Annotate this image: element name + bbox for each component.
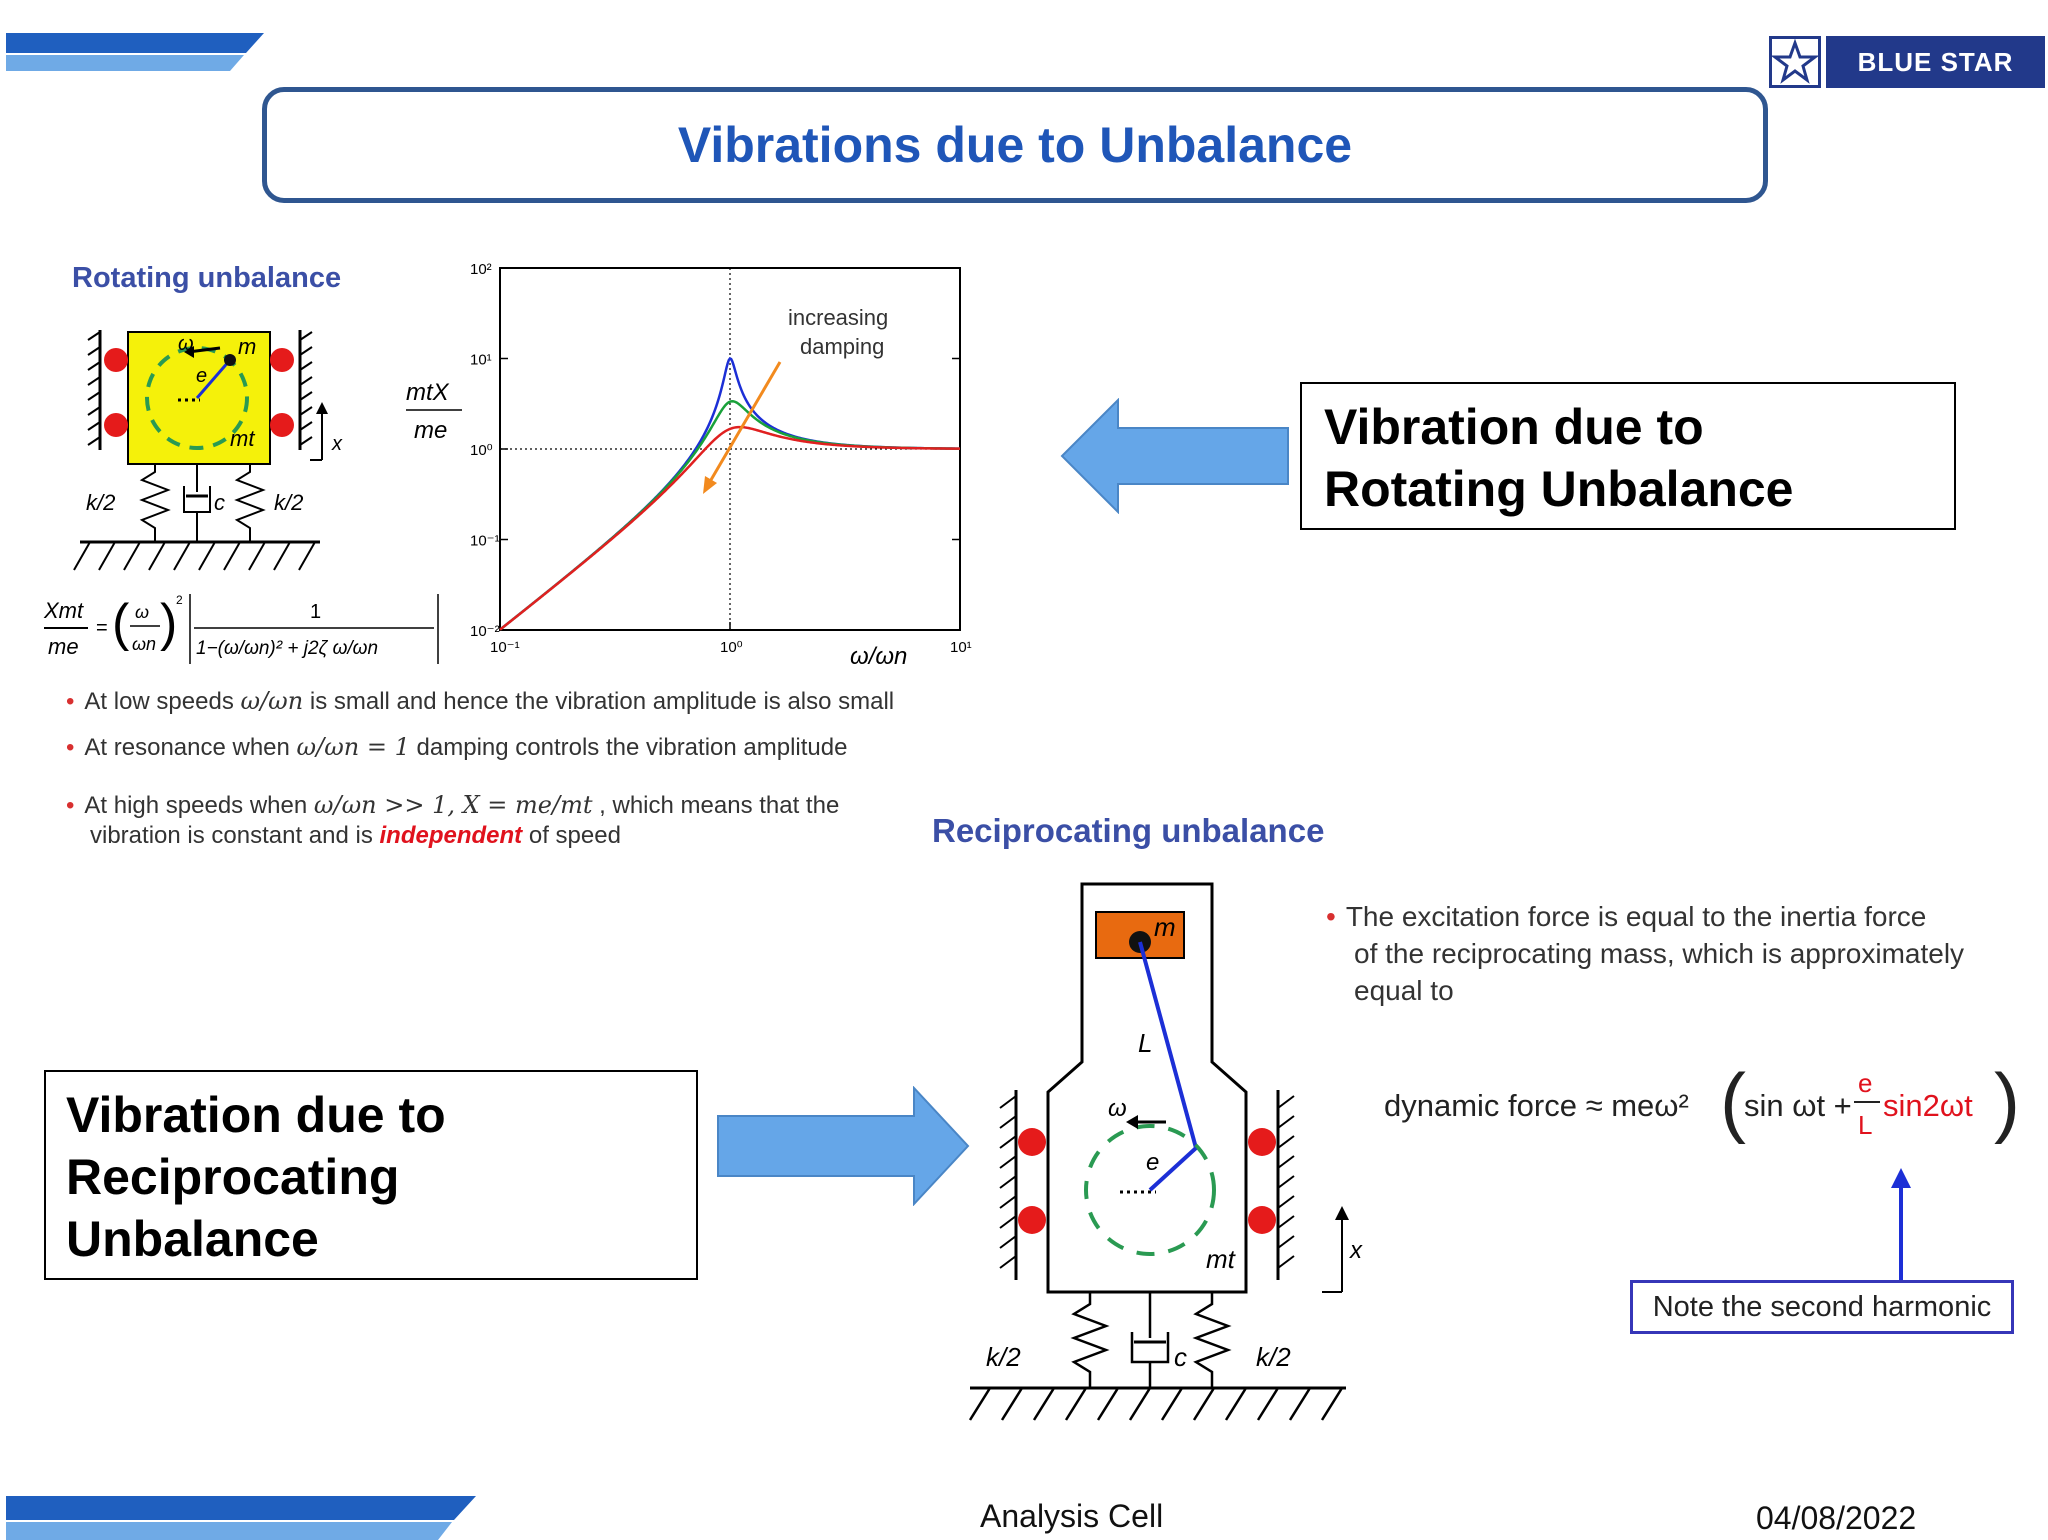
reciprocating-callout-line3: Unbalance bbox=[66, 1211, 319, 1267]
footer-date: 04/08/2022 bbox=[1756, 1500, 1917, 1536]
left-arrow bbox=[1060, 398, 1289, 514]
chart-annotation-line1: increasing bbox=[788, 305, 888, 330]
damping-arrow bbox=[706, 361, 782, 486]
note-up-arrow bbox=[1891, 1168, 1911, 1284]
title-frame: Vibrations due to Unbalance bbox=[262, 87, 1768, 203]
rot-k-left-label: k/2 bbox=[86, 490, 115, 515]
rotating-callout-line1: Vibration due to bbox=[1324, 399, 1704, 455]
rotating-heading: Rotating unbalance bbox=[72, 262, 342, 294]
reciprocating-callout-line2: Reciprocating bbox=[66, 1149, 400, 1205]
rec-L-label: L bbox=[1138, 1028, 1152, 1058]
reciprocating-bullet: •The excitation force is equal to the in… bbox=[1326, 901, 1965, 1006]
svg-text:=: = bbox=[96, 617, 108, 639]
chart-y-tick: 10⁻¹ bbox=[470, 533, 500, 550]
page-title: Vibrations due to Unbalance bbox=[677, 117, 1353, 173]
rot-mt-label: mt bbox=[230, 426, 255, 451]
rec-m-label: m bbox=[1154, 912, 1176, 942]
chart-y-tick: 10² bbox=[470, 261, 492, 278]
rec-k-left-label: k/2 bbox=[986, 1342, 1021, 1372]
formula-dyn-frac-den: L bbox=[1858, 1110, 1872, 1140]
chart-x-tick: 10⁰ bbox=[720, 639, 743, 656]
rotating-formula: Xmt me = ( ω ωn ) 2 1 1−(ω/ωn)² + j2ζ ω/… bbox=[43, 593, 439, 664]
dynamic-force-formula: dynamic force ≈ meω² ( sin ωt + e L sin2… bbox=[1384, 1060, 2020, 1145]
chart-y-tick: 10⁻² bbox=[470, 623, 500, 640]
rec-omega-label: ω bbox=[1108, 1095, 1127, 1122]
rotating-bullet-3: •At high speeds when ω/ωn >> 1, X = me/m… bbox=[66, 791, 840, 849]
formula-dyn-term2: sin2ωt bbox=[1883, 1088, 1973, 1123]
chart-x-tick: 10¹ bbox=[950, 639, 972, 656]
logo-text: BLUE STAR bbox=[1826, 36, 2045, 88]
reciprocating-heading: Reciprocating unbalance bbox=[932, 812, 1325, 849]
svg-text:): ) bbox=[160, 594, 177, 652]
svg-text:2: 2 bbox=[176, 593, 183, 607]
rot-c-label: c bbox=[214, 490, 225, 515]
rec-k-right-label: k/2 bbox=[1256, 1342, 1291, 1372]
rotating-callout-box: Vibration due to Rotating Unbalance bbox=[1300, 382, 1956, 530]
chart-annotation-line2: damping bbox=[800, 334, 884, 359]
formula-dyn-term1: sin ωt + bbox=[1744, 1088, 1852, 1123]
rot-e-label: e bbox=[196, 365, 207, 387]
rec-mt-label: mt bbox=[1206, 1244, 1237, 1274]
rotating-unbalance-diagram: ω m e mt x k/2 c k/2 bbox=[73, 330, 343, 571]
rot-m-label: m bbox=[238, 334, 256, 359]
reciprocating-callout-box: Vibration due to Reciprocating Unbalance bbox=[44, 1070, 698, 1280]
reciprocating-callout-line1: Vibration due to bbox=[66, 1087, 446, 1143]
note-second-harmonic: Note the second harmonic bbox=[1630, 1280, 2014, 1334]
formula-ratio-den: ωn bbox=[132, 634, 156, 654]
bottom-accent-stripe bbox=[6, 1496, 476, 1540]
chart-y-tick: 10¹ bbox=[470, 352, 492, 369]
rot-omega-label: ω bbox=[178, 333, 194, 355]
svg-text:(: ( bbox=[112, 594, 130, 652]
formula-one: 1 bbox=[310, 601, 321, 623]
footer-center: Analysis Cell bbox=[980, 1498, 1164, 1534]
chart-x-tick: 10⁻¹ bbox=[490, 639, 520, 656]
svg-text:(: ( bbox=[1720, 1060, 1746, 1145]
rot-x-label: x bbox=[331, 433, 343, 455]
chart-ylabel-den: me bbox=[414, 417, 447, 444]
formula-den: 1−(ω/ωn)² + j2ζ ω/ωn bbox=[196, 638, 378, 659]
chart-ylabel-num: mtX bbox=[406, 379, 450, 406]
formula-ratio-num: ω bbox=[135, 602, 149, 622]
formula-lhs-num: Xmt bbox=[43, 598, 84, 623]
rotating-bullet-2: •At resonance when ω/ωn = 1 damping cont… bbox=[66, 733, 848, 761]
formula-dyn-lhs: dynamic force ≈ meω² bbox=[1384, 1088, 1689, 1123]
chart-series-2 bbox=[499, 425, 961, 631]
formula-lhs-den: me bbox=[48, 634, 79, 659]
top-accent-stripe bbox=[6, 33, 264, 71]
rotating-bullet-1: •At low speeds ω/ωn is small and hence t… bbox=[66, 687, 895, 715]
right-arrow bbox=[717, 1086, 970, 1206]
chart-y-tick: 10⁰ bbox=[470, 442, 493, 459]
rec-x-label: x bbox=[1349, 1237, 1363, 1264]
chart-xlabel: ω/ωn bbox=[850, 643, 907, 670]
rec-e-label: e bbox=[1146, 1149, 1159, 1176]
company-logo: BLUE STAR bbox=[1769, 36, 2045, 92]
svg-text:): ) bbox=[1994, 1060, 2020, 1145]
rec-c-label: c bbox=[1174, 1342, 1187, 1372]
rotating-callout-line2: Rotating Unbalance bbox=[1324, 461, 1794, 517]
damping-arrowhead bbox=[703, 476, 717, 494]
formula-dyn-frac-num: e bbox=[1858, 1068, 1872, 1098]
reciprocating-unbalance-diagram: m L ω e mt x k/2 c k/2 bbox=[968, 882, 1363, 1421]
rot-k-right-label: k/2 bbox=[274, 490, 303, 515]
star-icon bbox=[1769, 36, 1821, 88]
chart-series-1 bbox=[499, 399, 961, 631]
